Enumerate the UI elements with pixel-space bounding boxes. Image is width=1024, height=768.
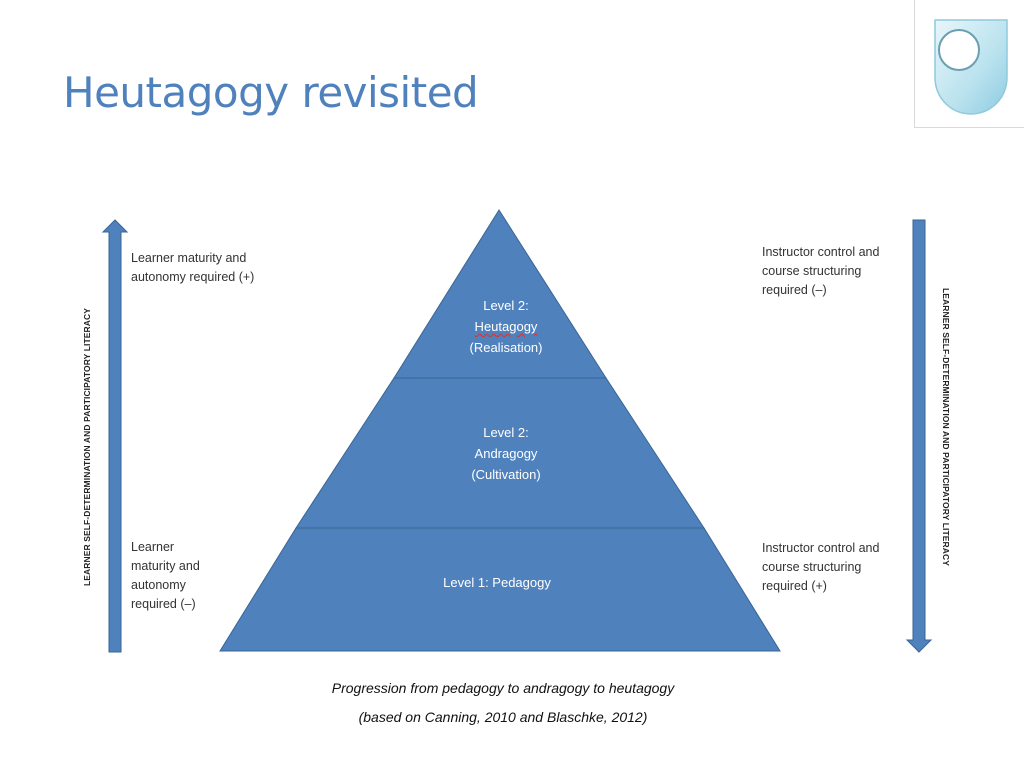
caption-line-2: (based on Canning, 2010 and Blaschke, 20… xyxy=(358,709,648,725)
pyramid-tier-heutagogy xyxy=(393,209,607,379)
level-pedagogy-label: Level 1: Pedagogy xyxy=(443,575,551,590)
left-top-note: Learner maturity and autonomy required (… xyxy=(131,251,255,284)
level-heutagogy-label: Level 2: Heutagogy (Realisation) xyxy=(469,298,543,355)
right-axis-label: Learner self-determination and participa… xyxy=(941,287,951,567)
left-bottom-note: Learner maturity and autonomy required (… xyxy=(131,540,200,611)
right-top-note: Instructor control and course structurin… xyxy=(762,245,880,297)
right-bottom-note: Instructor control and course structurin… xyxy=(762,541,880,593)
right-down-arrow xyxy=(905,219,933,653)
left-up-arrow xyxy=(101,219,129,653)
level-andragogy-label: Level 2: Andragogy (Cultivation) xyxy=(471,425,541,482)
caption-line-1: Progression from pedagogy to andragogy t… xyxy=(331,680,675,696)
logo-panel xyxy=(914,0,1024,128)
slide-title: Heutagogy revisited xyxy=(63,68,479,117)
left-axis-label: Learner self-determination and participa… xyxy=(82,307,92,587)
open-university-shield-icon xyxy=(934,19,1008,115)
